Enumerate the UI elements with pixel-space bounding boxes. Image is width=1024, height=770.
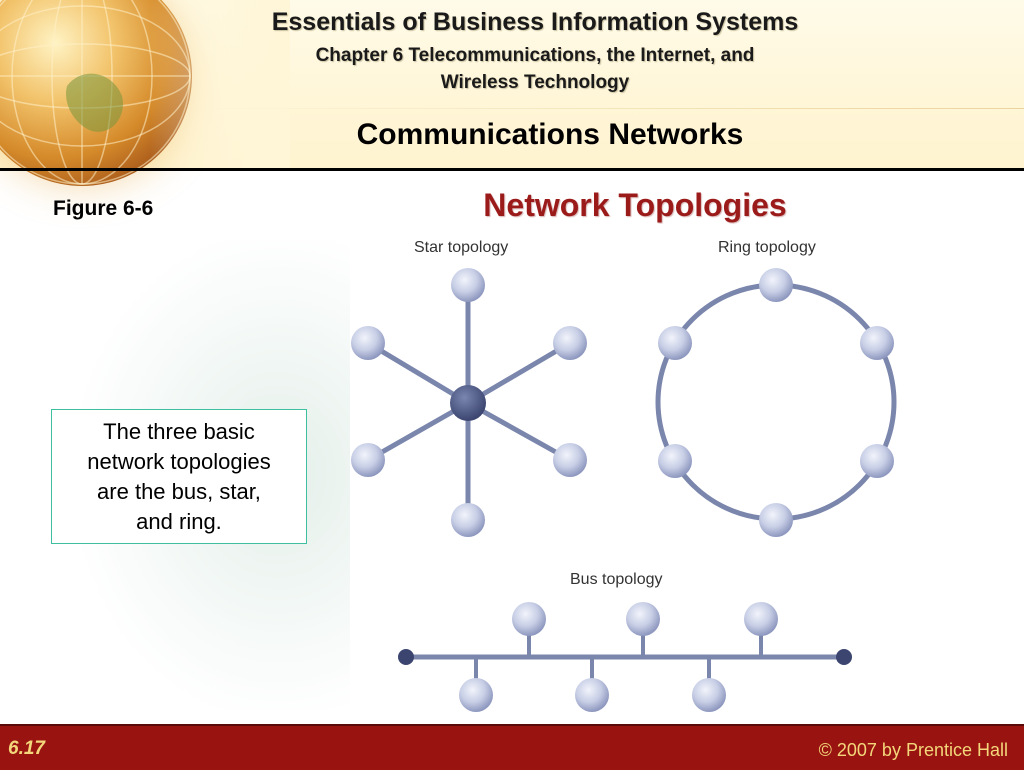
bus-node	[459, 678, 493, 712]
section-title: Communications Networks	[356, 118, 744, 151]
star-node	[451, 503, 485, 537]
star-link	[466, 400, 572, 463]
ring-node	[759, 503, 793, 537]
bus-node	[744, 602, 778, 636]
book-title: Essentials of Business Information Syste…	[271, 8, 799, 36]
star-topology	[366, 285, 572, 520]
ring-node	[860, 326, 894, 360]
chapter-title: Chapter 6 Telecommunications, the Intern…	[180, 42, 890, 96]
star-node	[351, 443, 385, 477]
header-fade	[150, 0, 290, 168]
slide-number: 6.17	[8, 738, 45, 759]
header-divider	[190, 108, 1024, 109]
star-nodes	[351, 268, 587, 537]
bus-topology-label: Bus topology	[570, 571, 663, 588]
header-rule	[0, 168, 1024, 171]
bus-node	[512, 602, 546, 636]
star-node	[553, 443, 587, 477]
callout-line-4: and ring.	[136, 508, 222, 534]
star-node	[553, 326, 587, 360]
star-link	[366, 400, 470, 463]
ring-node	[759, 268, 793, 302]
figure-title: Network Topologies	[483, 187, 787, 223]
star-node	[351, 326, 385, 360]
ring-topology	[655, 268, 897, 537]
callout-text: The three basic network topologies are t…	[87, 417, 270, 537]
callout-line-3: are the bus, star,	[97, 478, 261, 504]
ring-node	[860, 444, 894, 478]
copyright-text: © 2007 by Prentice Hall	[818, 740, 1008, 760]
ring-node	[658, 444, 692, 478]
callout-line-1: The three basic	[103, 418, 255, 444]
callout-box: The three basic network topologies are t…	[51, 409, 307, 544]
ring-topology-label: Ring topology	[718, 239, 816, 256]
callout-line-2: network topologies	[87, 448, 271, 474]
ring-node	[658, 326, 692, 360]
bus-terminator	[398, 649, 414, 665]
bus-node	[626, 602, 660, 636]
slide-footer: 6.17 © 2007 by Prentice Hall	[0, 724, 1024, 770]
network-topologies-diagram: Star topology Ring topology Bus topology	[350, 230, 950, 720]
star-link	[366, 340, 470, 406]
slide-header: Essentials of Business Information Syste…	[0, 0, 1024, 186]
bus-node	[575, 678, 609, 712]
star-link	[466, 340, 572, 406]
chapter-title-line-1: Chapter 6 Telecommunications, the Intern…	[315, 45, 755, 66]
figure-label: Figure 6-6	[53, 197, 154, 220]
bus-node	[692, 678, 726, 712]
chapter-title-line-2: Wireless Technology	[440, 72, 630, 93]
topology-svg: Star topology Ring topology Bus topology	[351, 239, 897, 712]
star-topology-label: Star topology	[414, 239, 508, 256]
ring-link	[655, 282, 897, 522]
star-node	[451, 268, 485, 302]
bus-terminator	[836, 649, 852, 665]
bus-topology	[398, 602, 852, 712]
star-hub	[450, 385, 486, 421]
